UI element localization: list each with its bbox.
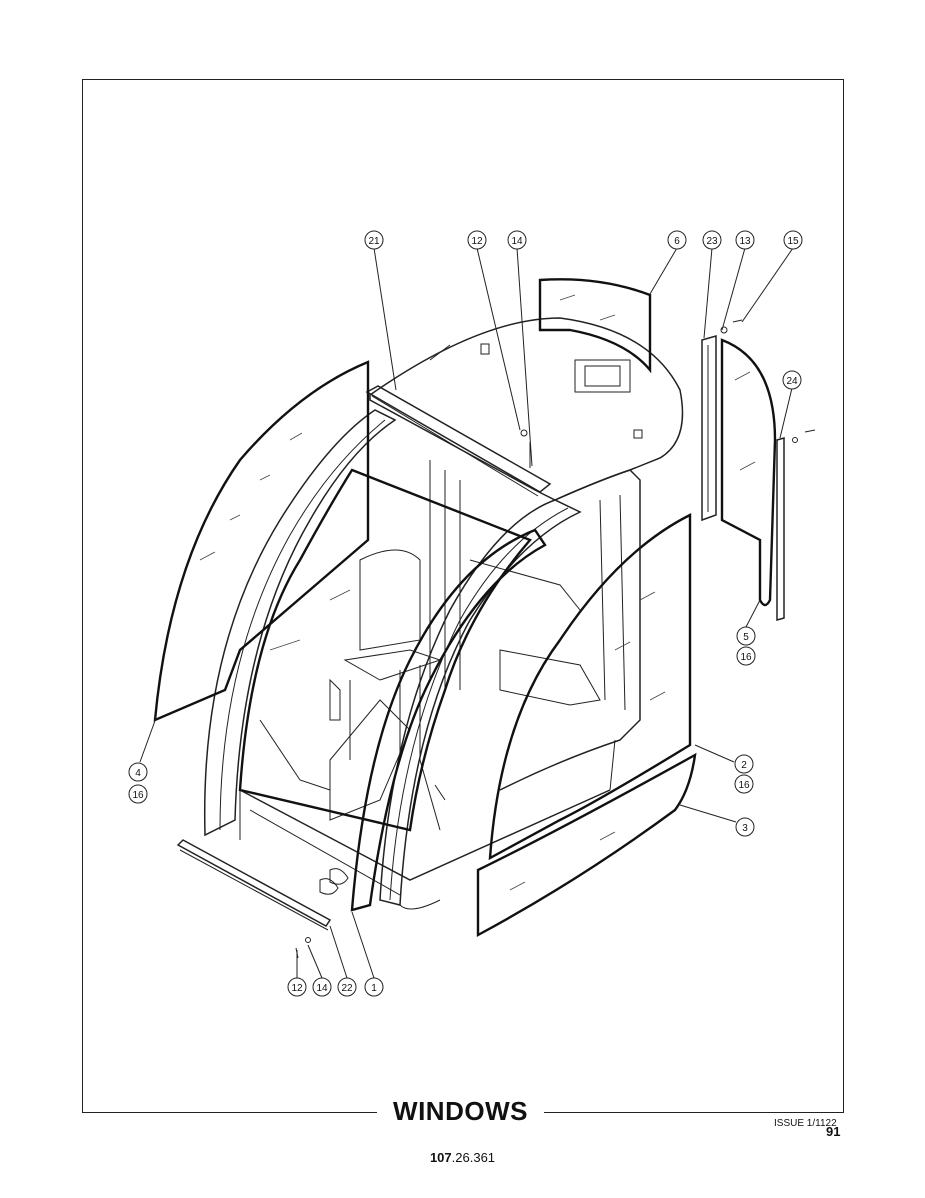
lower-door-glass — [476, 752, 697, 938]
svg-text:5: 5 — [743, 632, 749, 643]
svg-text:3: 3 — [742, 823, 748, 834]
callout-16-right: 16 — [734, 774, 754, 794]
callout-14-top: 14 — [507, 230, 527, 250]
callout-14-bottom: 14 — [312, 977, 332, 997]
svg-text:16: 16 — [132, 790, 144, 801]
document-number: 107.26.361 — [0, 1150, 925, 1165]
svg-text:12: 12 — [471, 236, 483, 247]
callout-5: 5 — [736, 626, 756, 646]
left-side-glass — [153, 360, 370, 722]
front-windscreen — [238, 468, 533, 832]
leader-lines — [139, 247, 794, 979]
svg-text:6: 6 — [674, 236, 680, 247]
callout-13: 13 — [735, 230, 755, 250]
callout-21: 21 — [364, 230, 384, 250]
svg-text:16: 16 — [740, 652, 752, 663]
svg-text:15: 15 — [787, 236, 799, 247]
drawing-frame — [82, 79, 844, 1112]
svg-text:21: 21 — [368, 236, 380, 247]
callout-6: 6 — [667, 230, 687, 250]
svg-text:2: 2 — [741, 760, 747, 771]
front-upper-glass — [350, 528, 547, 912]
svg-text:23: 23 — [706, 236, 718, 247]
callout-3: 3 — [735, 817, 755, 837]
cab-frame — [203, 409, 641, 910]
callout-22: 22 — [337, 977, 357, 997]
fasteners — [295, 319, 816, 959]
cab-interior — [259, 460, 601, 831]
document-number-suffix: .26.361 — [451, 1150, 496, 1165]
title-rule-left — [82, 1112, 377, 1113]
callout-1: 1 — [364, 977, 384, 997]
door-glass — [488, 513, 692, 861]
lower-sill-strip — [176, 839, 332, 931]
svg-text:13: 13 — [739, 236, 751, 247]
rear-quarter-glass — [701, 335, 777, 607]
callout-16-left: 16 — [128, 784, 148, 804]
callout-24: 24 — [782, 370, 802, 390]
header-rail — [365, 385, 552, 497]
svg-text:4: 4 — [135, 768, 141, 779]
callout-16-right-top: 16 — [736, 646, 756, 666]
callout-12-top: 12 — [467, 230, 487, 250]
document-number-prefix: 107 — [429, 1150, 452, 1165]
callout-15: 15 — [783, 230, 803, 250]
callout-2: 2 — [734, 754, 754, 774]
svg-text:12: 12 — [291, 983, 303, 994]
rear-seal-strip — [776, 437, 785, 621]
page-title: WINDOWS — [393, 1096, 528, 1126]
callout-12-bottom: 12 — [287, 977, 307, 997]
svg-text:14: 14 — [511, 236, 523, 247]
rear-upper-glass — [538, 278, 652, 374]
page-number: 91 — [826, 1124, 841, 1139]
title-bar: WINDOWS — [82, 1094, 844, 1134]
svg-text:14: 14 — [316, 983, 328, 994]
callout-4: 4 — [128, 762, 148, 782]
svg-text:1: 1 — [371, 983, 377, 994]
title-rule-right — [544, 1112, 844, 1113]
svg-text:22: 22 — [341, 983, 353, 994]
callout-23: 23 — [702, 230, 722, 250]
svg-text:24: 24 — [786, 376, 798, 387]
svg-text:16: 16 — [738, 780, 750, 791]
issue-label: ISSUE 1/1122 — [774, 1118, 837, 1129]
